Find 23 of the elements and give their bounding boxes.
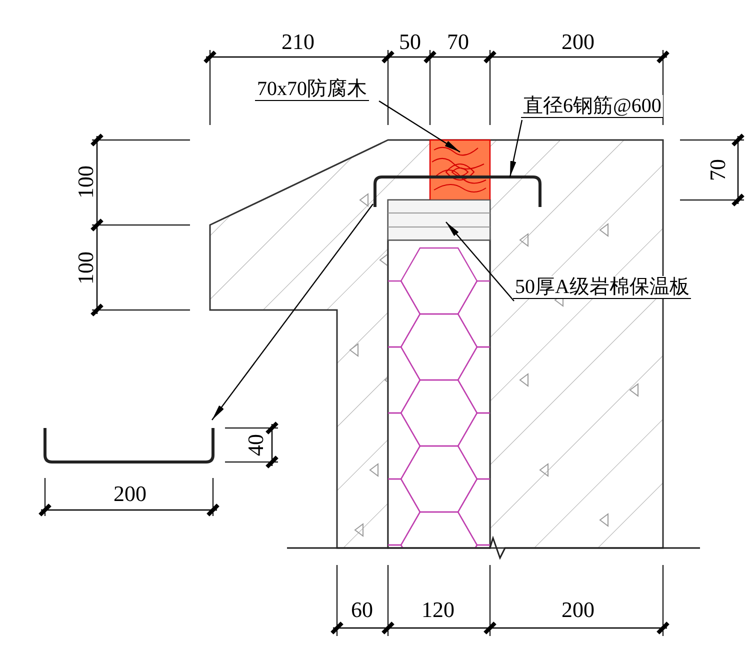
rebar-detail	[44, 428, 214, 464]
dimension-label: 100	[74, 166, 98, 198]
callout-label: 直径6钢筋@600	[521, 95, 664, 118]
leader-line	[378, 100, 460, 152]
dimension-label: 210	[282, 30, 314, 54]
dimension-label: 200	[562, 598, 594, 622]
dimension-label: 40	[244, 434, 268, 456]
dimension-label: 70	[447, 30, 469, 54]
dimension-label: 50	[399, 30, 421, 54]
dimension-label: 100	[74, 252, 98, 284]
leader-line	[509, 120, 523, 178]
dimension-label: 200	[562, 30, 594, 54]
callout-label: 50厚A级岩棉保温板	[513, 276, 692, 299]
dimension-label: 70	[706, 159, 730, 181]
dimension-label: 120	[422, 598, 454, 622]
arrow	[212, 204, 374, 420]
dimension-label: 60	[351, 598, 373, 622]
rebar	[374, 176, 542, 207]
dimension-label: 200	[114, 482, 146, 506]
timber-block	[429, 139, 491, 201]
callout-label: 70x70防腐木	[255, 78, 369, 101]
insulation-board	[388, 200, 490, 240]
leader-line	[446, 222, 514, 302]
